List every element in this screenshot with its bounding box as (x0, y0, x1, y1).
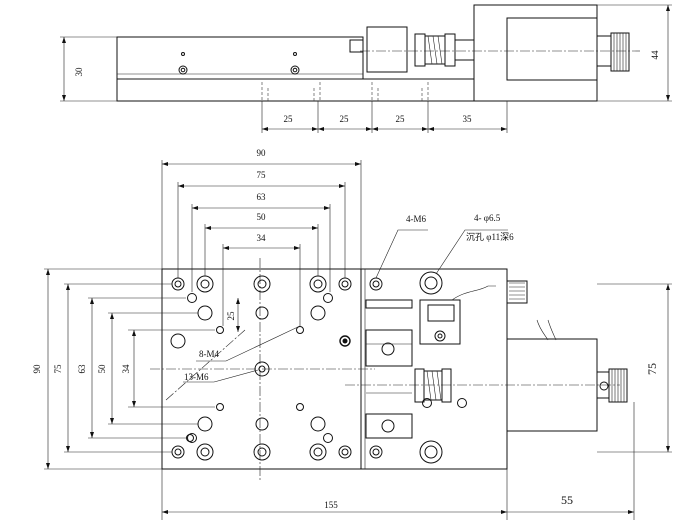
screw-2 (290, 65, 300, 75)
dim-spacing-2: 25 (340, 114, 350, 124)
side-view: 30 44 25 25 25 35 (60, 4, 672, 133)
horizontal-dims: 90 75 63 50 34 (161, 148, 362, 326)
dim-height-75: 75 (53, 364, 63, 374)
dim-width-50: 50 (257, 212, 267, 222)
dim-motor-75: 75 (645, 363, 659, 375)
bearing-hole (339, 335, 351, 347)
bearing-bracket (419, 299, 461, 345)
plan-view: 90 75 63 50 34 90 75 63 (32, 148, 672, 520)
note-counterbore: 沉孔 φ11深6 (466, 232, 514, 242)
tapped-holes-m4 (171, 277, 352, 459)
dim-width-75: 75 (257, 170, 267, 180)
dim-height-90: 90 (32, 364, 42, 374)
coupling-plan (414, 368, 467, 408)
dim-width-63: 63 (257, 192, 267, 202)
note-4-phi65: 4- φ6.5 (474, 213, 501, 223)
dim-width-34: 34 (257, 233, 267, 243)
dim-spacing-3: 25 (396, 114, 406, 124)
dim-height-44: 44 (650, 50, 660, 60)
housing-holes (369, 271, 443, 464)
dim-width-90: 90 (257, 148, 267, 158)
coupling-side (414, 33, 475, 67)
note-4-m6: 4-M6 (406, 214, 426, 224)
note-13-m6: 13-M6 (184, 372, 209, 382)
dim-spacing-1: 25 (284, 114, 294, 124)
note-8-m4: 8-M4 (199, 349, 219, 359)
dim-length-55: 55 (561, 493, 573, 507)
dim-pitch-25: 25 (226, 311, 236, 321)
vertical-dims: 90 75 63 50 34 25 (32, 268, 240, 470)
dim-spacing-4: 35 (463, 114, 473, 124)
drive-housing (360, 268, 508, 470)
motor-side (473, 4, 598, 102)
dim-height-30: 30 (74, 67, 84, 77)
dim-height-50: 50 (97, 364, 107, 374)
stage-body (116, 36, 364, 80)
motor-plan (506, 338, 598, 432)
slider-block-lower (365, 413, 413, 439)
small-holes (186, 326, 304, 442)
dim-height-34: 34 (121, 364, 131, 374)
stage-base (116, 78, 475, 102)
dim-length-155: 155 (324, 500, 338, 510)
end-block (366, 26, 408, 73)
slider-block-upper (365, 329, 413, 367)
tapped-holes-m6 (170, 275, 327, 461)
dim-height-63: 63 (77, 364, 87, 374)
screw-1 (178, 65, 188, 75)
